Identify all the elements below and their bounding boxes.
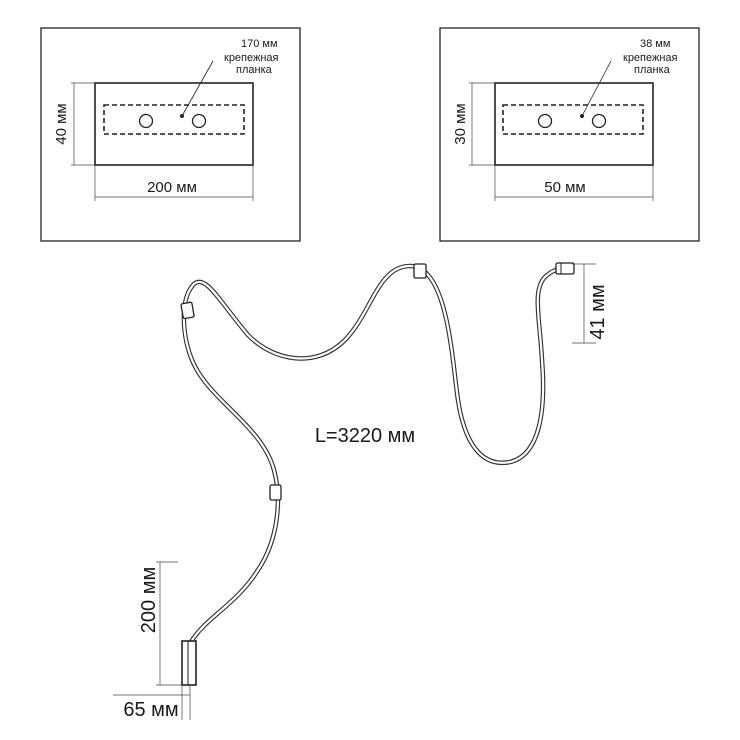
left-canopy-outline	[94, 82, 254, 166]
right-panel-frame	[439, 27, 700, 242]
cable-connector-3	[269, 484, 282, 501]
cable-path-core	[182, 264, 570, 644]
left-height-dim: 40 мм	[53, 103, 70, 144]
right-mount-panel: 38 мм крепежная планка 30 мм 50 мм	[439, 27, 700, 242]
right-screw-hole-1	[537, 113, 553, 129]
left-leader-line	[181, 60, 214, 117]
left-mounting-bracket	[103, 104, 245, 135]
cable-end-cap	[555, 262, 575, 275]
left-leader-label-2: планка	[236, 64, 273, 76]
right-leader-value: 38 мм	[640, 38, 670, 50]
left-mount-panel: 170 мм крепежная планка 40 мм 200 мм	[40, 27, 301, 242]
left-screw-hole-1	[138, 113, 154, 129]
left-width-dim: 200 мм	[147, 179, 197, 196]
right-mounting-bracket	[502, 104, 644, 135]
right-leader-line	[581, 60, 612, 117]
right-height-dim: 30 мм	[452, 103, 469, 144]
right-screw-hole-2	[591, 113, 607, 129]
cable-connector-1	[180, 301, 195, 320]
cable-drawing: L=3220 мм 41 мм 200 мм 65 мм	[113, 262, 609, 721]
end-dim: 41 мм	[587, 284, 609, 339]
cable-connector-2	[413, 263, 427, 279]
left-screw-hole-2	[191, 113, 207, 129]
right-leader-label-1: крепежная	[623, 52, 678, 64]
cable-base-block	[181, 640, 197, 686]
left-leader-label-1: крепежная	[224, 52, 279, 64]
left-leader-value: 170 мм	[241, 38, 278, 50]
right-width-dim: 50 мм	[544, 179, 585, 196]
right-leader-label-2: планка	[634, 64, 671, 76]
cable-path	[181, 263, 571, 645]
left-panel-frame	[40, 27, 301, 242]
cable-length-label: L=3220 мм	[315, 425, 415, 447]
base-height-dim: 200 мм	[138, 567, 160, 633]
right-canopy-outline	[494, 82, 654, 166]
base-width-dim: 65 мм	[123, 699, 178, 721]
